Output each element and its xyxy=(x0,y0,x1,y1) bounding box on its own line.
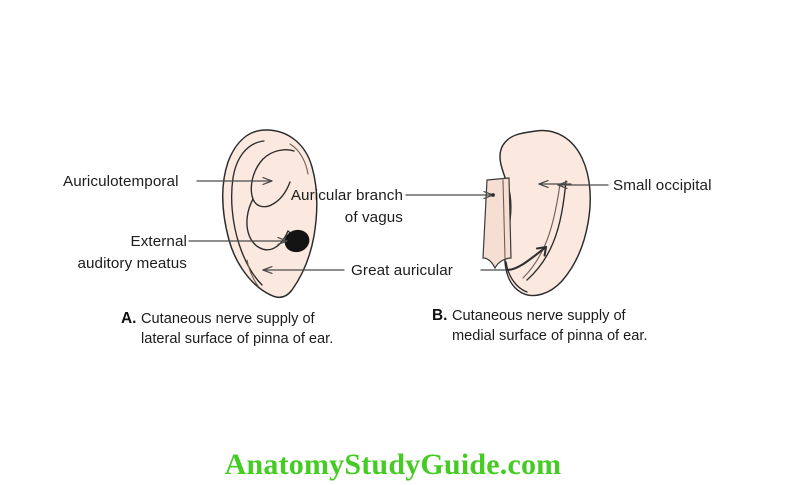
pinna-outline-lateral xyxy=(222,129,318,299)
arrowhead-great-auricular-a xyxy=(262,265,273,275)
label-great-auricular: Great auricular xyxy=(351,262,453,279)
panel-b-ear-medial xyxy=(405,129,609,297)
label-external-line1: External xyxy=(130,233,187,250)
arrowhead-small-occipital xyxy=(557,180,568,190)
label-small-occipital: Small occipital xyxy=(613,177,712,194)
strip-fold-line xyxy=(502,179,506,259)
label-external-line2: auditory meatus xyxy=(77,255,187,272)
lobule-crease xyxy=(246,259,259,287)
eminentia-contour xyxy=(522,183,561,279)
pinna-outline-medial xyxy=(499,129,591,297)
panel-a-ear-lateral xyxy=(188,129,345,299)
caption-b-letter: B. xyxy=(432,307,447,324)
caption-a-line1: Cutaneous nerve supply of xyxy=(141,311,316,327)
caption-a-letter: A. xyxy=(121,310,136,327)
caption-b-line2: medial surface of pinna of ear. xyxy=(452,328,648,344)
cranial-attachment-strip xyxy=(482,177,512,270)
label-auricular-branch-line2: of vagus xyxy=(345,209,404,226)
leader-great-auricular-b-hook xyxy=(505,245,548,272)
caption-b-line1: Cutaneous nerve supply of xyxy=(452,308,627,324)
external-auditory-meatus-marker xyxy=(284,229,310,253)
label-auricular-branch-line1: Auricular branch xyxy=(291,187,403,204)
helix-fold xyxy=(289,143,309,175)
arrowhead-external-auditory-meatus xyxy=(277,236,288,246)
label-auriculotemporal: Auriculotemporal xyxy=(63,173,179,190)
arrowhead-auriculotemporal xyxy=(262,176,273,186)
leader-dot-vagus xyxy=(491,193,495,197)
caption-a-line2: lateral surface of pinna of ear. xyxy=(141,331,333,347)
watermark-text: AnatomyStudyGuide.com xyxy=(225,448,562,481)
helix-rim-medial xyxy=(526,180,567,281)
arrowhead-great-auricular-b xyxy=(535,245,548,257)
lobule-medial xyxy=(505,261,528,293)
arrowhead-inner-vagus xyxy=(538,179,549,189)
